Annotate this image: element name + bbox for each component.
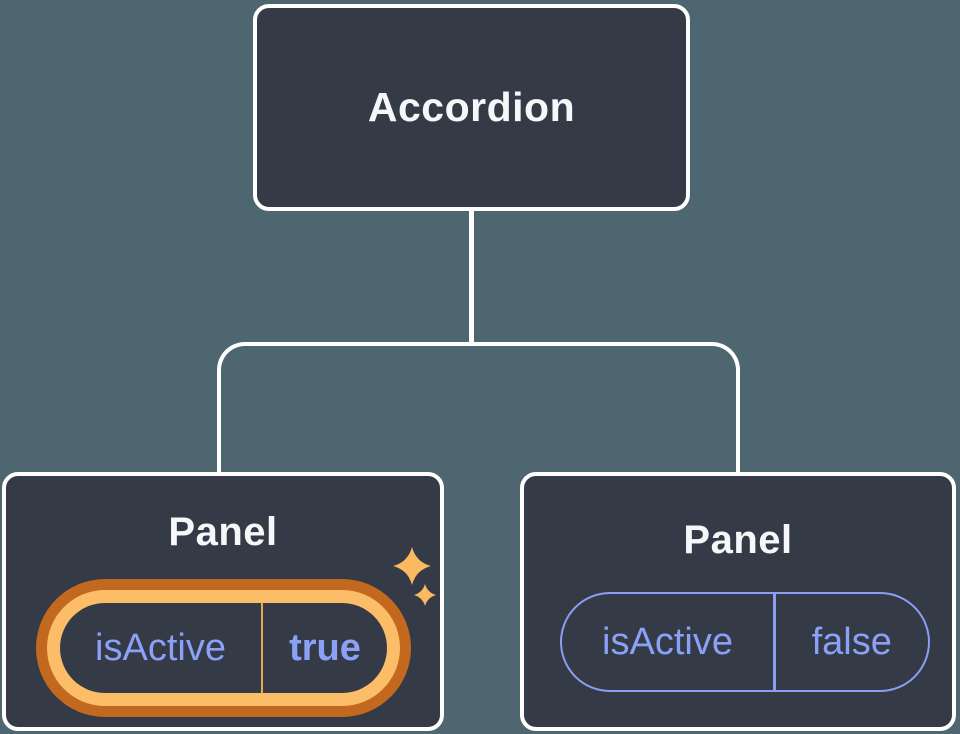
prop-name: isActive [95,626,226,669]
prop-value: false [811,620,892,663]
node-panel-inactive: Panel isActive false [520,472,956,731]
prop-pill-plain: isActive false [560,592,930,692]
prop-pill-highlighted: isActive true [36,579,411,717]
highlight-ring-inner: isActive true [47,590,400,706]
node-panel-active: Panel isActive true [2,472,444,731]
prop-value: true [289,626,361,669]
accordion-label: Accordion [367,84,576,130]
pill-divider [261,603,263,693]
panel-label: Panel [683,518,793,562]
pill-divider [773,594,776,690]
prop-pill-body: isActive true [60,603,387,693]
connector-stem [469,208,474,346]
node-accordion: Accordion [253,4,690,211]
connector-branch [217,342,740,472]
sparkles-icon [393,547,436,606]
panel-label: Panel [168,510,278,554]
prop-name: isActive [602,620,733,663]
